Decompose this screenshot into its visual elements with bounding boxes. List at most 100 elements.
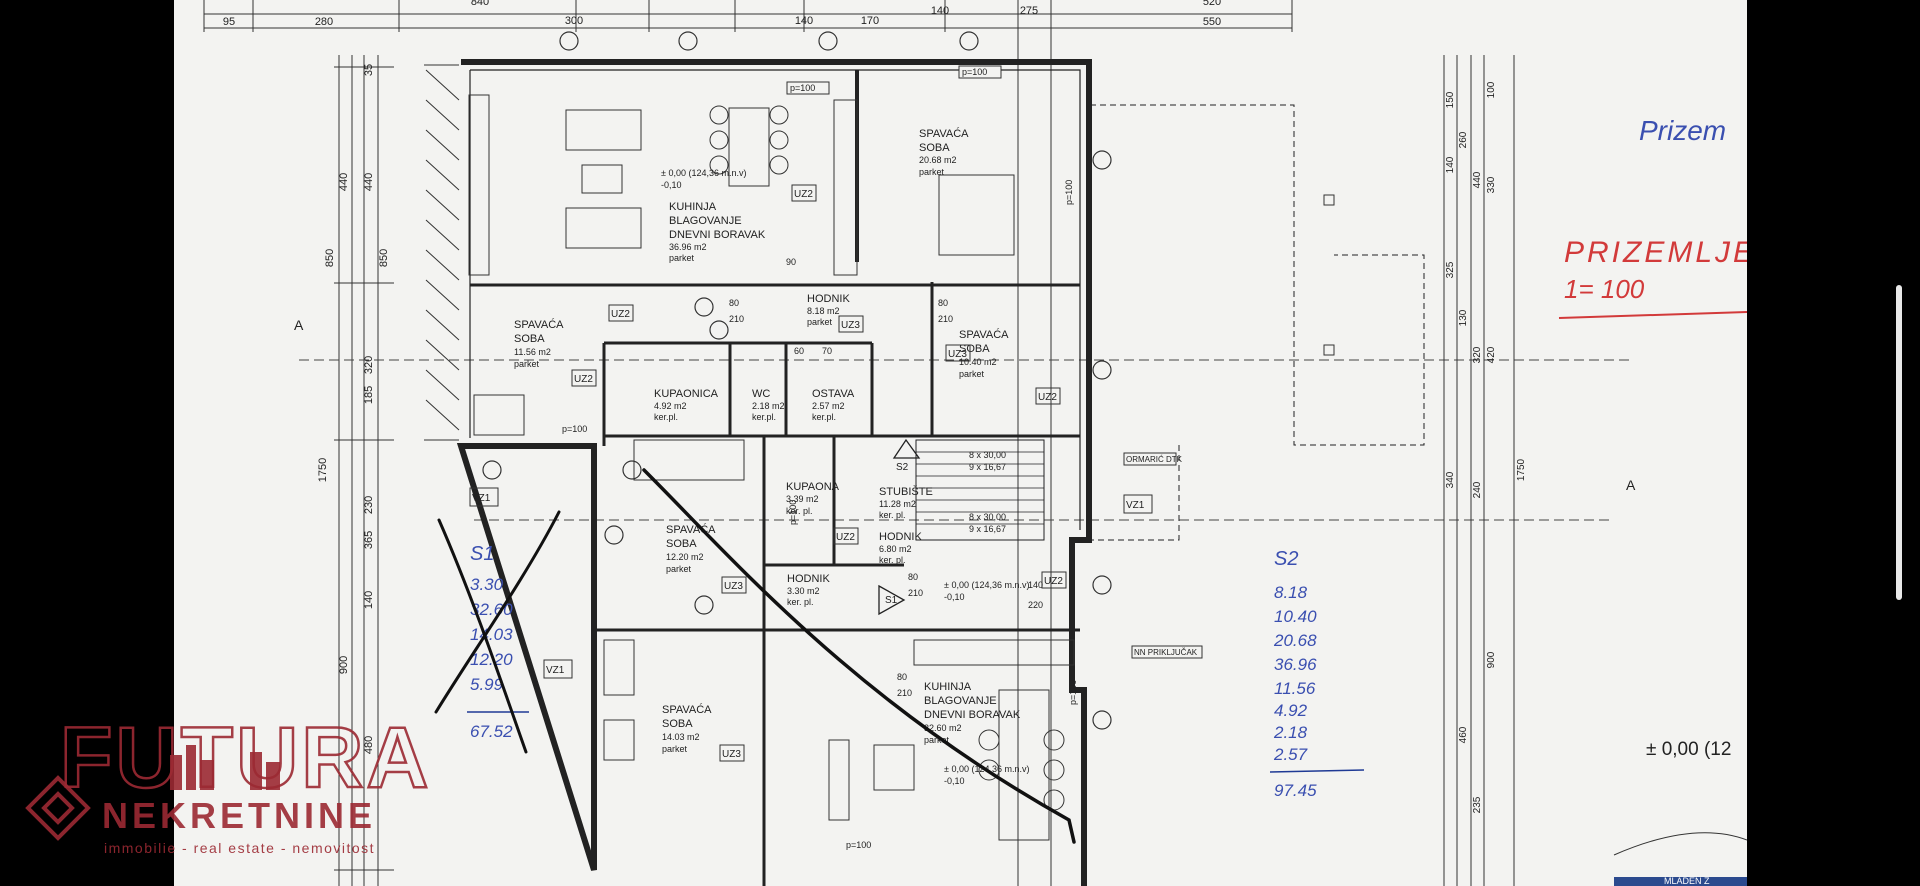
svg-text:6.80 m2: 6.80 m2 xyxy=(879,544,912,554)
dim-left-440b: 440 xyxy=(363,173,375,191)
level-top-sub: -0,10 xyxy=(661,180,682,190)
watermark-logo-icon xyxy=(25,775,91,841)
room-bathroom-3-39: KUPAONA 3.39 m2 ker. pl. xyxy=(786,481,840,516)
parapet-label-right-bottom: p=100 xyxy=(1068,680,1078,705)
dim-left-35: 35 xyxy=(363,64,375,76)
dim-right-420: 420 xyxy=(1486,346,1497,363)
dim-top-95: 95 xyxy=(223,16,235,28)
svg-text:8.18 m2: 8.18 m2 xyxy=(807,306,840,316)
marker-uz2-a: UZ2 xyxy=(794,189,813,200)
room-hallway-8-18: HODNIK 8.18 m2 parket xyxy=(807,293,850,327)
level-mid-sub: -0,10 xyxy=(944,592,965,602)
svg-text:SPAVAĆA: SPAVAĆA xyxy=(514,318,564,331)
dim-right-440: 440 xyxy=(1472,171,1483,188)
svg-text:20.68 m2: 20.68 m2 xyxy=(919,155,957,165)
parapet-label-left: p=100 xyxy=(562,424,587,434)
parapet-label-bottom: p=100 xyxy=(846,840,871,850)
svg-text:SPAVAĆA: SPAVAĆA xyxy=(919,127,969,140)
marker-vz1-left: VZ1 xyxy=(472,493,491,504)
svg-text:SOBA: SOBA xyxy=(666,538,697,550)
room-living-kitchen-top: KUHINJA BLAGOVANJE DNEVNI BORAVAK 36.96 … xyxy=(669,201,766,263)
svg-text:3.39 m2: 3.39 m2 xyxy=(786,494,819,504)
svg-text:BLAGOVANJE: BLAGOVANJE xyxy=(924,695,997,707)
dim-top-170: 170 xyxy=(861,15,879,27)
svg-text:S2: S2 xyxy=(1274,548,1298,570)
dim-right-340: 340 xyxy=(1445,471,1456,488)
marker-uz2-e: UZ2 xyxy=(836,532,855,543)
svg-text:12.20: 12.20 xyxy=(470,650,513,669)
door-210-a: 210 xyxy=(729,314,744,324)
room-bedroom-11-56: SPAVAĆA SOBA 11.56 m2 parket xyxy=(514,318,564,369)
crossout-x xyxy=(434,510,561,754)
svg-text:97.45: 97.45 xyxy=(1274,781,1317,800)
svg-text:20.68: 20.68 xyxy=(1273,631,1317,650)
dim-right-150: 150 xyxy=(1445,91,1456,108)
marker-uz2-d: UZ2 xyxy=(1038,392,1057,403)
dim-top-840: 840 xyxy=(471,0,489,8)
svg-text:S1: S1 xyxy=(470,543,494,565)
svg-text:67.52: 67.52 xyxy=(470,722,513,741)
dim-right-1750: 1750 xyxy=(1516,458,1527,481)
marker-nn-connection: NN PRIKLJUČAK xyxy=(1134,648,1198,657)
dim-left-185: 185 xyxy=(363,386,375,404)
dim-left-140: 140 xyxy=(363,591,375,609)
vertical-scrollbar[interactable] xyxy=(1896,285,1902,600)
parapet-label-top-right: p=100 xyxy=(962,67,987,77)
svg-text:parket: parket xyxy=(959,369,985,379)
svg-text:3.30: 3.30 xyxy=(470,575,504,594)
svg-text:4.92 m2: 4.92 m2 xyxy=(654,401,687,411)
handwritten-title-corner: Prizem xyxy=(1639,115,1726,146)
marker-vz1-bottom: VZ1 xyxy=(546,665,565,676)
svg-text:2.18 m2: 2.18 m2 xyxy=(752,401,785,411)
level-mid: ± 0,00 (124,36 m.n.v) xyxy=(944,580,1029,590)
door-80-d: 80 xyxy=(897,672,907,682)
pencil-diagonal-stroke xyxy=(642,468,1076,844)
svg-text:2.18: 2.18 xyxy=(1273,723,1308,742)
svg-text:parket: parket xyxy=(666,564,692,574)
svg-text:SPAVAĆA: SPAVAĆA xyxy=(959,328,1009,341)
room-bathroom-4-92: KUPAONICA 4.92 m2 ker.pl. xyxy=(654,388,719,422)
dim-top-140b: 140 xyxy=(931,5,949,17)
svg-text:HODNIK: HODNIK xyxy=(787,573,830,585)
level-top: ± 0,00 (124,36 m.n.v) xyxy=(661,168,746,178)
door-60: 60 xyxy=(794,346,804,356)
svg-text:ker. pl.: ker. pl. xyxy=(879,555,906,565)
svg-text:STUBIŠTE: STUBIŠTE xyxy=(879,485,933,498)
door-220: 220 xyxy=(1028,600,1043,610)
svg-text:32.60: 32.60 xyxy=(470,600,513,619)
dim-right-240: 240 xyxy=(1472,481,1483,498)
marker-vz1-right: VZ1 xyxy=(1126,500,1145,511)
dim-left-440: 440 xyxy=(338,173,350,191)
svg-text:WC: WC xyxy=(752,388,770,400)
dim-top-520: 520 xyxy=(1203,0,1221,8)
dim-left-480: 480 xyxy=(363,736,375,754)
marker-uz2-b: UZ2 xyxy=(611,309,630,320)
svg-text:36.96 m2: 36.96 m2 xyxy=(669,242,707,252)
handwritten-s2-note: S2 8.18 10.40 20.68 36.96 11.56 4.92 2.1… xyxy=(1273,548,1317,800)
svg-text:ker.pl.: ker.pl. xyxy=(654,412,678,422)
svg-text:KUPAONA: KUPAONA xyxy=(786,481,840,493)
svg-text:BLAGOVANJE: BLAGOVANJE xyxy=(669,215,742,227)
floor-plan-drawing: 95 280 840 300 140 170 140 275 520 550 8… xyxy=(203,0,1747,886)
dim-right-140: 140 xyxy=(1445,156,1456,173)
svg-text:parket: parket xyxy=(919,167,945,177)
marker-s1: S1 xyxy=(885,595,898,606)
svg-text:2.57 m2: 2.57 m2 xyxy=(812,401,845,411)
svg-text:parket: parket xyxy=(924,735,950,745)
room-hallway-3-30: HODNIK 3.30 m2 ker. pl. xyxy=(787,573,830,607)
stairs-spec-c: 8 x 30,00 xyxy=(969,512,1006,522)
stairs-spec-b: 9 x 16,67 xyxy=(969,462,1006,472)
dim-top-280: 280 xyxy=(315,16,333,28)
marker-ormar-dtk: ORMARIĆ DTK xyxy=(1126,455,1183,464)
door-80-a: 80 xyxy=(729,298,739,308)
door-80-c: 80 xyxy=(908,572,918,582)
svg-text:14.03 m2: 14.03 m2 xyxy=(662,732,700,742)
dim-top-300: 300 xyxy=(565,15,583,27)
level-bot-sub: -0,10 xyxy=(944,776,965,786)
dim-right-130: 130 xyxy=(1458,309,1469,326)
svg-text:SOBA: SOBA xyxy=(514,333,545,345)
door-140: 140 xyxy=(1028,580,1043,590)
parapet-label-right: p=100 xyxy=(1064,180,1074,205)
svg-text:8.18: 8.18 xyxy=(1274,583,1308,602)
